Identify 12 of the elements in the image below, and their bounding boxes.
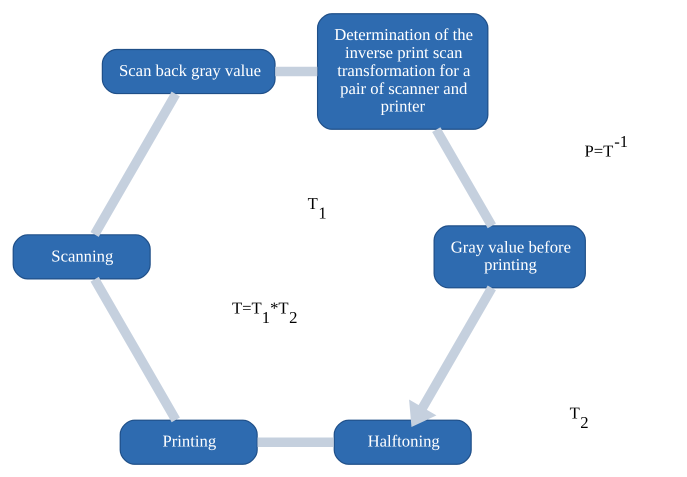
arrow: [409, 285, 496, 427]
node-box: Printing: [120, 419, 258, 464]
node-box: Scanning: [12, 234, 151, 279]
connector: [432, 126, 496, 228]
connector: [275, 66, 318, 76]
connector: [257, 436, 334, 446]
node-box: Gray value before printing: [434, 224, 586, 288]
node-box: Scan back gray value: [102, 48, 276, 94]
node-box: Determination of the inverse print scan transformation for a pair of scanner and printer: [316, 12, 488, 130]
node-box: Halftoning: [334, 419, 472, 464]
connector: [90, 91, 180, 236]
connector: [90, 276, 180, 422]
